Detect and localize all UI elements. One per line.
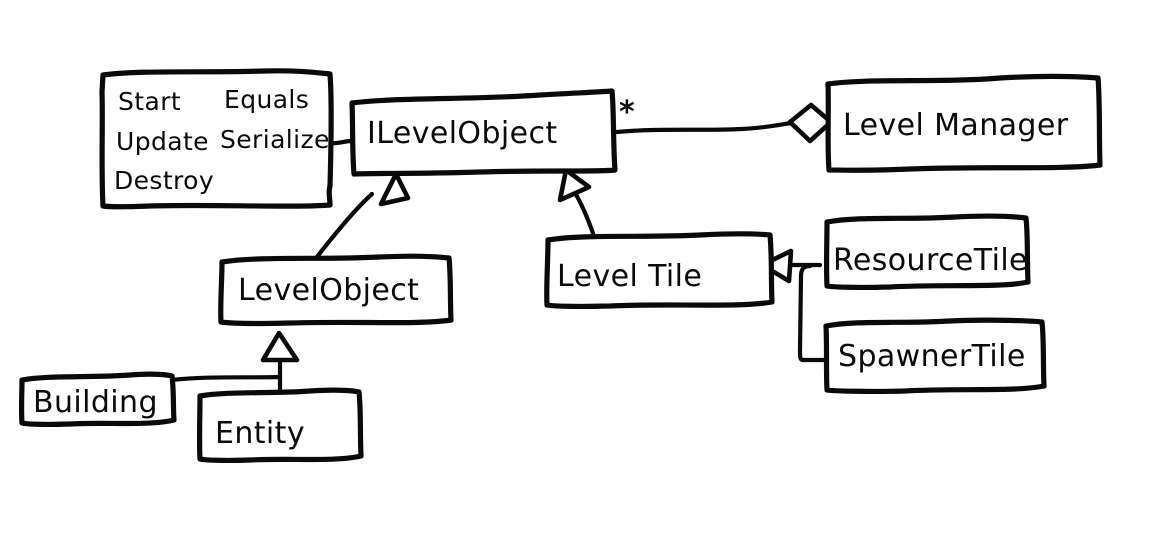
method-destroy: Destroy	[114, 166, 214, 195]
method-equals: Equals	[224, 85, 309, 114]
entity-label: Entity	[215, 416, 305, 451]
ilevelobject-label: ILevelObject	[367, 116, 558, 151]
edge-ilevelobject-to-levelmanager	[614, 120, 794, 135]
levelmanager-box	[825, 73, 1103, 173]
edge-spawnertile-to-leveltile	[797, 263, 827, 363]
ilevelobject-box	[349, 88, 618, 177]
spawnertile-label: SpawnerTile	[838, 339, 1026, 374]
levelobject-box	[218, 253, 454, 327]
inheritance-arrow-levelobject	[378, 171, 411, 207]
aggregation-diamond	[787, 102, 834, 144]
levelobject-label: LevelObject	[238, 273, 419, 308]
entity-box	[196, 387, 364, 464]
leveltile-label: Level Tile	[557, 259, 702, 294]
inheritance-arrow-levelobject-children	[260, 330, 300, 363]
inheritance-arrow-leveltile	[557, 167, 592, 203]
spawnertile-box	[823, 317, 1047, 395]
multiplicity-star: *	[619, 95, 635, 130]
method-update: Update	[116, 127, 209, 156]
edge-building-to-levelobject	[169, 374, 283, 383]
resourcetile-label: ResourceTile	[833, 243, 1028, 278]
leveltile-box	[544, 231, 775, 310]
resourcetile-box	[823, 213, 1031, 291]
building-label: Building	[33, 385, 158, 420]
methods-note-box	[99, 68, 334, 210]
method-start: Start	[118, 87, 181, 116]
building-box	[18, 371, 177, 428]
method-serialize: Serialize	[220, 125, 330, 154]
levelmanager-label: Level Manager	[843, 108, 1069, 143]
edge-levelobject-to-ilevelobject	[310, 191, 375, 265]
inheritance-arrow-leveltile-children	[759, 248, 794, 284]
